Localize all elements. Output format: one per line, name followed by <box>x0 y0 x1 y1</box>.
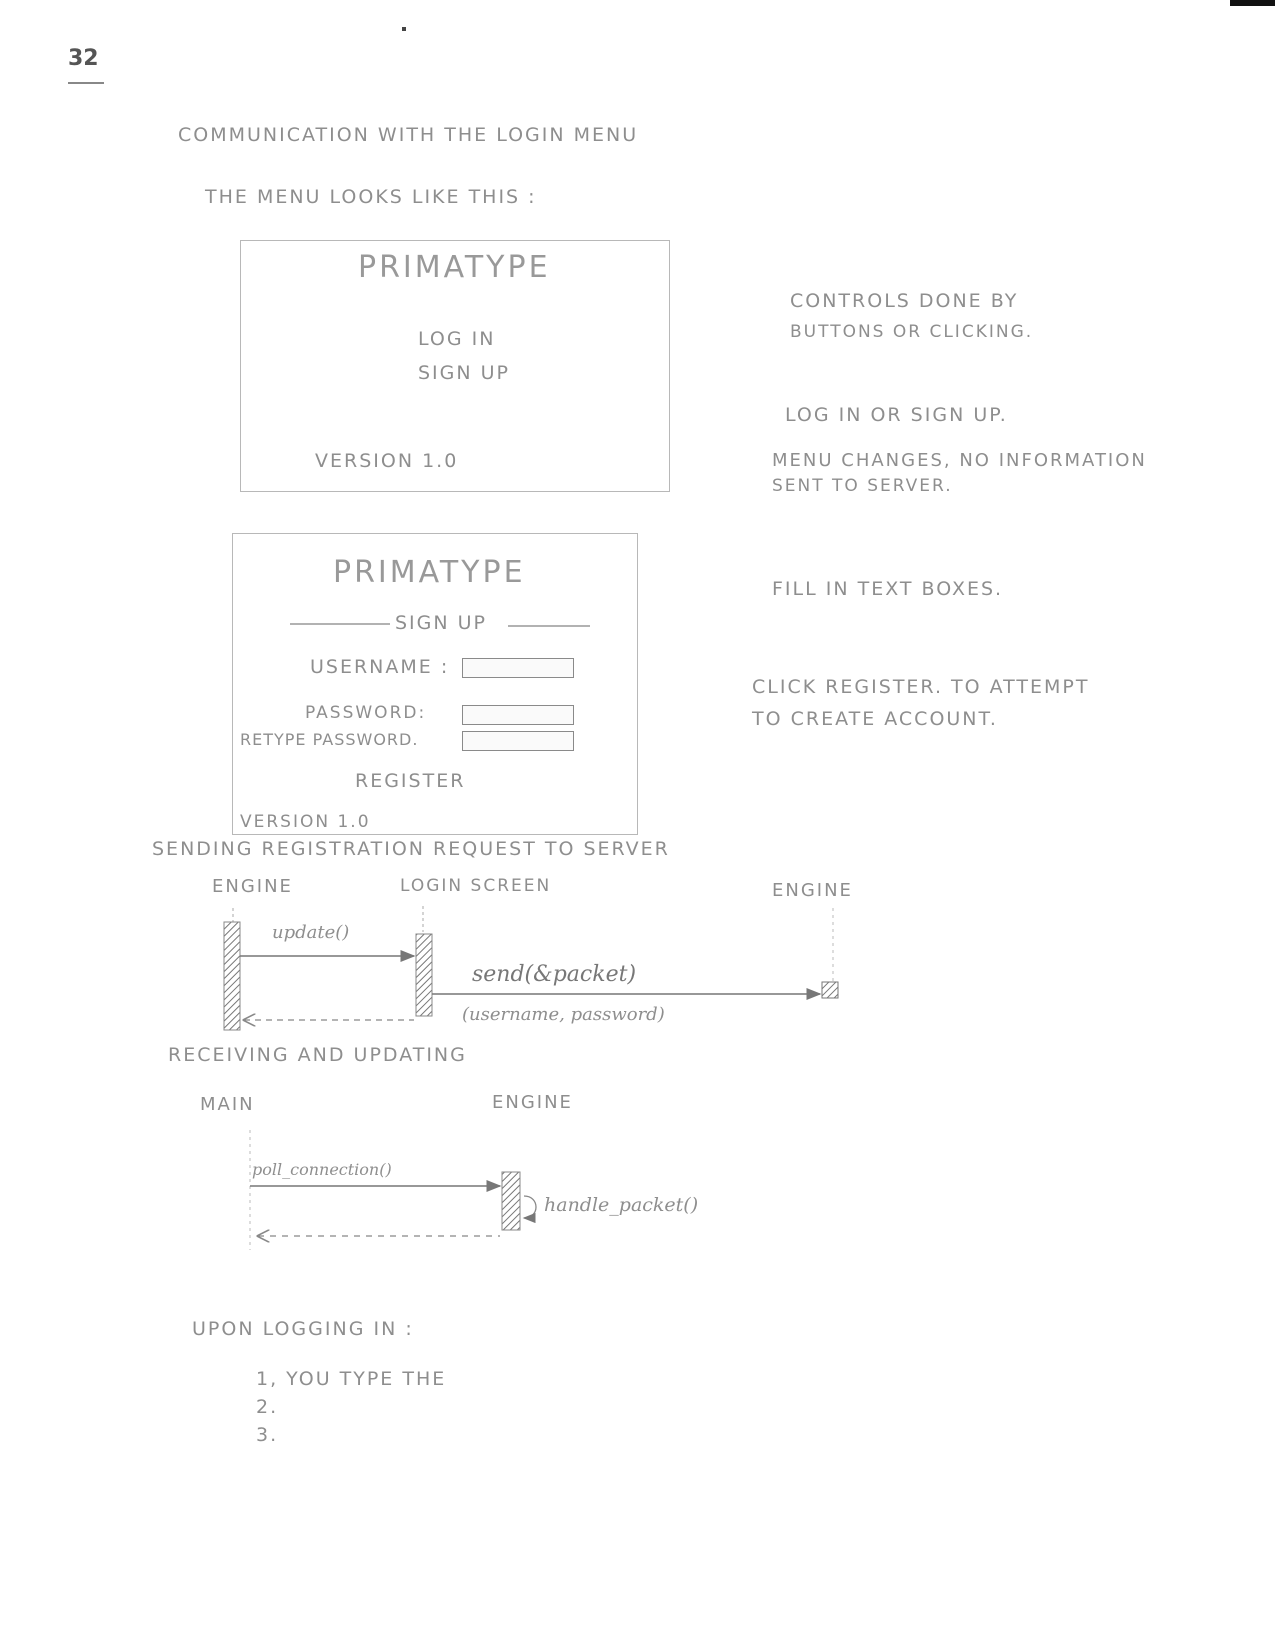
msg-update: update() <box>272 922 350 943</box>
retype-password-label: RETYPE PASSWORD. <box>240 730 419 749</box>
note-login-or-signup: LOG IN OR SIGN UP. <box>785 404 1008 426</box>
note-menu-changes-2: SENT TO SERVER. <box>772 476 953 496</box>
diagram2-title: RECEIVING AND UPDATING <box>168 1044 467 1066</box>
login-mockup-title: PRIMATYPE <box>358 250 551 285</box>
diagram1-actor-engine-2: ENGINE <box>772 880 853 901</box>
login-step-1: 1, YOU TYPE THE <box>256 1368 447 1390</box>
diagram1-actor-login-screen: LOGIN SCREEN <box>400 876 552 896</box>
page-number: 32 <box>68 46 99 71</box>
diagram1-actor-engine: ENGINE <box>212 876 293 897</box>
signup-mockup-version: VERSION 1.0 <box>240 812 371 832</box>
msg-poll-connection: poll_connection() <box>252 1160 392 1179</box>
note-click-register-2: TO CREATE ACCOUNT. <box>752 708 998 730</box>
intro-text: THE MENU LOOKS LIKE THIS : <box>205 186 537 208</box>
login-mockup-log-in: LOG IN <box>418 328 496 350</box>
signup-mockup-section: SIGN UP <box>395 612 488 634</box>
msg-handle-packet: handle_packet() <box>544 1194 699 1216</box>
msg-username-password: (username, password) <box>462 1004 665 1025</box>
signup-mockup-title: PRIMATYPE <box>333 555 526 590</box>
diagram1-title: SENDING REGISTRATION REQUEST TO SERVER <box>152 838 670 860</box>
password-label: PASSWORD: <box>305 703 427 723</box>
password-input-sketch <box>462 705 574 725</box>
note-controls-1: CONTROLS DONE BY <box>790 290 1019 312</box>
login-mockup-version: VERSION 1.0 <box>315 450 459 472</box>
username-input-sketch <box>462 658 574 678</box>
scan-edge-mark <box>1230 0 1275 6</box>
username-label: USERNAME : <box>310 656 450 678</box>
note-controls-2: BUTTONS OR CLICKING. <box>790 322 1034 342</box>
retype-password-input-sketch <box>462 731 574 751</box>
login-step-2: 2. <box>256 1396 279 1418</box>
diagram2-actor-main: MAIN <box>200 1094 255 1115</box>
msg-send-packet: send(&packet) <box>472 962 637 987</box>
note-fill-in: FILL IN TEXT BOXES. <box>772 578 1004 600</box>
login-menu-sketch <box>240 240 670 492</box>
note-click-register-1: CLICK REGISTER. TO ATTEMPT <box>752 676 1090 698</box>
diagram2-actor-engine: ENGINE <box>492 1092 573 1113</box>
note-menu-changes-1: MENU CHANGES, NO INFORMATION <box>772 450 1147 471</box>
page-number-underline <box>68 82 104 84</box>
signup-menu-sketch <box>232 533 638 835</box>
login-steps-title: UPON LOGGING IN : <box>192 1318 414 1340</box>
login-step-3: 3. <box>256 1424 279 1446</box>
pen-dot <box>402 27 406 31</box>
register-label: REGISTER <box>355 770 466 792</box>
login-mockup-sign-up: SIGN UP <box>418 362 511 384</box>
page-heading: COMMUNICATION WITH THE LOGIN MENU <box>178 124 639 146</box>
